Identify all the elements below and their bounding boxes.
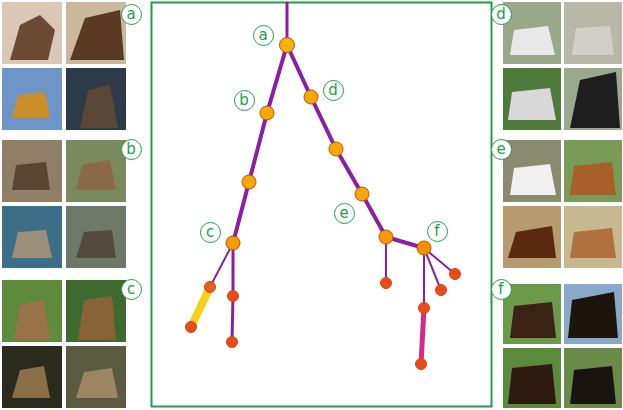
thumbnail-grid: [2, 280, 126, 408]
callout-letter: d: [496, 7, 506, 22]
letter-circle: a: [121, 4, 142, 25]
callout-letter: a: [258, 28, 267, 43]
callout-letter: d: [328, 83, 338, 98]
callout-letter: c: [206, 225, 214, 240]
callout-letter: f: [434, 224, 439, 239]
letter-circle: e: [491, 139, 512, 160]
callout-letter: c: [127, 282, 135, 297]
letter-circle: d: [323, 80, 344, 101]
thumbnail-grid: [503, 2, 622, 130]
frame: [152, 3, 492, 407]
letter-circle: f: [491, 279, 512, 300]
callout-letter: e: [339, 206, 348, 221]
letter-circle: f: [427, 221, 448, 242]
letter-circle: d: [491, 4, 512, 25]
letter-circle: a: [253, 25, 274, 46]
callout-letter: e: [496, 142, 505, 157]
thumbnail-grid: [2, 140, 126, 268]
letter-circle: b: [234, 90, 255, 111]
thumbnail-grid: [2, 2, 126, 130]
tree: [191, 3, 455, 364]
tree-dots: [186, 38, 461, 370]
thumbnail-grid: [503, 284, 622, 408]
callout-letter: f: [498, 282, 503, 297]
letter-circle: b: [121, 139, 142, 160]
letter-circle: c: [200, 222, 221, 243]
callout-letter: b: [239, 93, 249, 108]
callout-letter: a: [126, 7, 135, 22]
thumbnail-grid: [503, 140, 622, 268]
callout-letter: b: [126, 142, 136, 157]
letter-circle: c: [121, 279, 142, 300]
letter-circle: e: [334, 203, 355, 224]
